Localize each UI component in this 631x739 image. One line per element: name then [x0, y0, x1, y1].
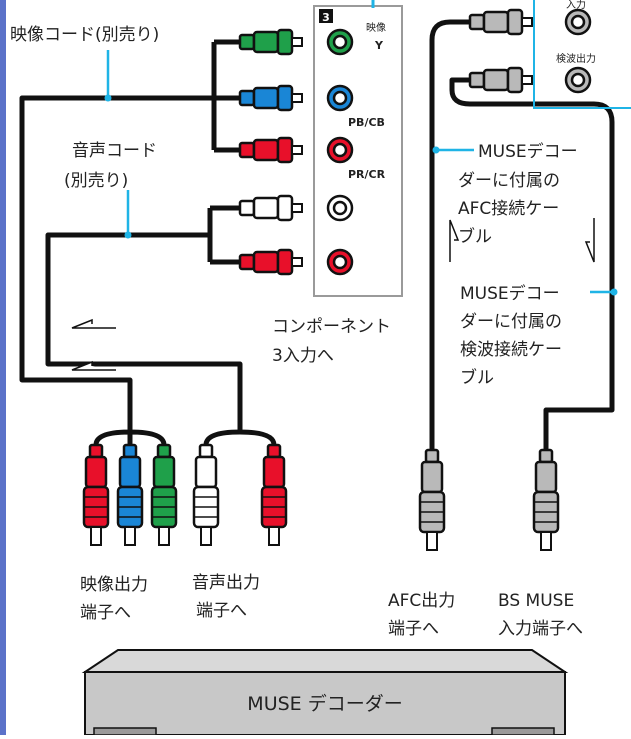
- plug-red: [238, 136, 304, 164]
- left-accent-bar: [0, 0, 6, 735]
- afc-cable-label-4: ブル: [458, 226, 492, 247]
- plug-red-audio: [238, 248, 304, 276]
- afc-cable-label-2: ダーに付属の: [458, 171, 560, 191]
- muse-decoder: MUSE デコーダー: [81, 649, 569, 736]
- panel-pr-label: PR/CR: [348, 168, 386, 181]
- bs-muse-label-2: 入力端子へ: [498, 619, 583, 639]
- plug-detect-top: [468, 66, 534, 94]
- panel-jacks: [326, 28, 354, 276]
- plug-afc-top: [468, 8, 534, 36]
- top-right-jacks: [564, 8, 592, 94]
- panel-number-box: [319, 9, 333, 23]
- decoder-label: MUSE デコーダー: [247, 693, 402, 715]
- plug-v-blue: [116, 443, 144, 547]
- top-right-input-label: 入力: [566, 0, 586, 11]
- detect-cable: [449, 77, 615, 450]
- afc-cable: [429, 19, 470, 450]
- plug-blue: [238, 84, 304, 112]
- audio-out-label-2: 端子へ: [196, 601, 247, 621]
- plug-v-white: [192, 443, 220, 547]
- plug-white: [238, 194, 304, 222]
- afc-cable-label-1: MUSEデコー: [478, 141, 578, 162]
- panel-pb-label: PB/CB: [348, 116, 385, 129]
- afc-cable-label-3: AFC接続ケー: [458, 199, 559, 219]
- direction-arrows: [71, 218, 595, 371]
- audio-cable-main: [45, 232, 243, 410]
- plug-v-bsmuse: [532, 448, 560, 552]
- cables: [19, 19, 615, 450]
- bs-muse-label-1: BS MUSE: [498, 591, 574, 611]
- detect-cable-label-3: 検波接続ケー: [460, 340, 562, 360]
- afc-out-label-1: AFC出力: [388, 591, 455, 611]
- detect-output-label: 検波出力: [556, 52, 596, 65]
- detect-cable-label-4: ブル: [460, 367, 494, 388]
- video-cable-main: [19, 95, 225, 410]
- audio-cord-label-2: (別売り): [64, 171, 128, 191]
- panel-y-label: Y: [374, 39, 384, 52]
- plug-v-red-audio: [260, 443, 288, 547]
- video-cord-label: 映像コード(別売り): [10, 25, 159, 45]
- panel-video-label: 映像: [366, 22, 386, 34]
- plug-v-red: [82, 443, 110, 547]
- top-right-panel: [533, 0, 631, 109]
- detect-cable-label-2: ダーに付属の: [460, 312, 562, 332]
- audio-out-label-1: 音声出力: [192, 573, 260, 593]
- plug-green: [238, 28, 304, 56]
- plugs-bottom: [82, 443, 560, 552]
- audio-cord-label-1: 音声コード: [72, 141, 157, 161]
- component-panel: [313, 5, 403, 297]
- afc-out-label-2: 端子へ: [388, 619, 439, 639]
- plug-v-afc: [418, 448, 446, 552]
- component-label-2: 3入力へ: [272, 346, 334, 366]
- video-out-label-2: 端子へ: [80, 603, 131, 623]
- video-out-label-1: 映像出力: [80, 575, 148, 595]
- panel-number: 3: [322, 11, 330, 24]
- plug-v-green: [150, 443, 178, 547]
- leader-lines: [106, 50, 614, 294]
- component-label-1: コンポーネント: [272, 317, 391, 337]
- detect-cable-label-1: MUSEデコー: [460, 283, 560, 304]
